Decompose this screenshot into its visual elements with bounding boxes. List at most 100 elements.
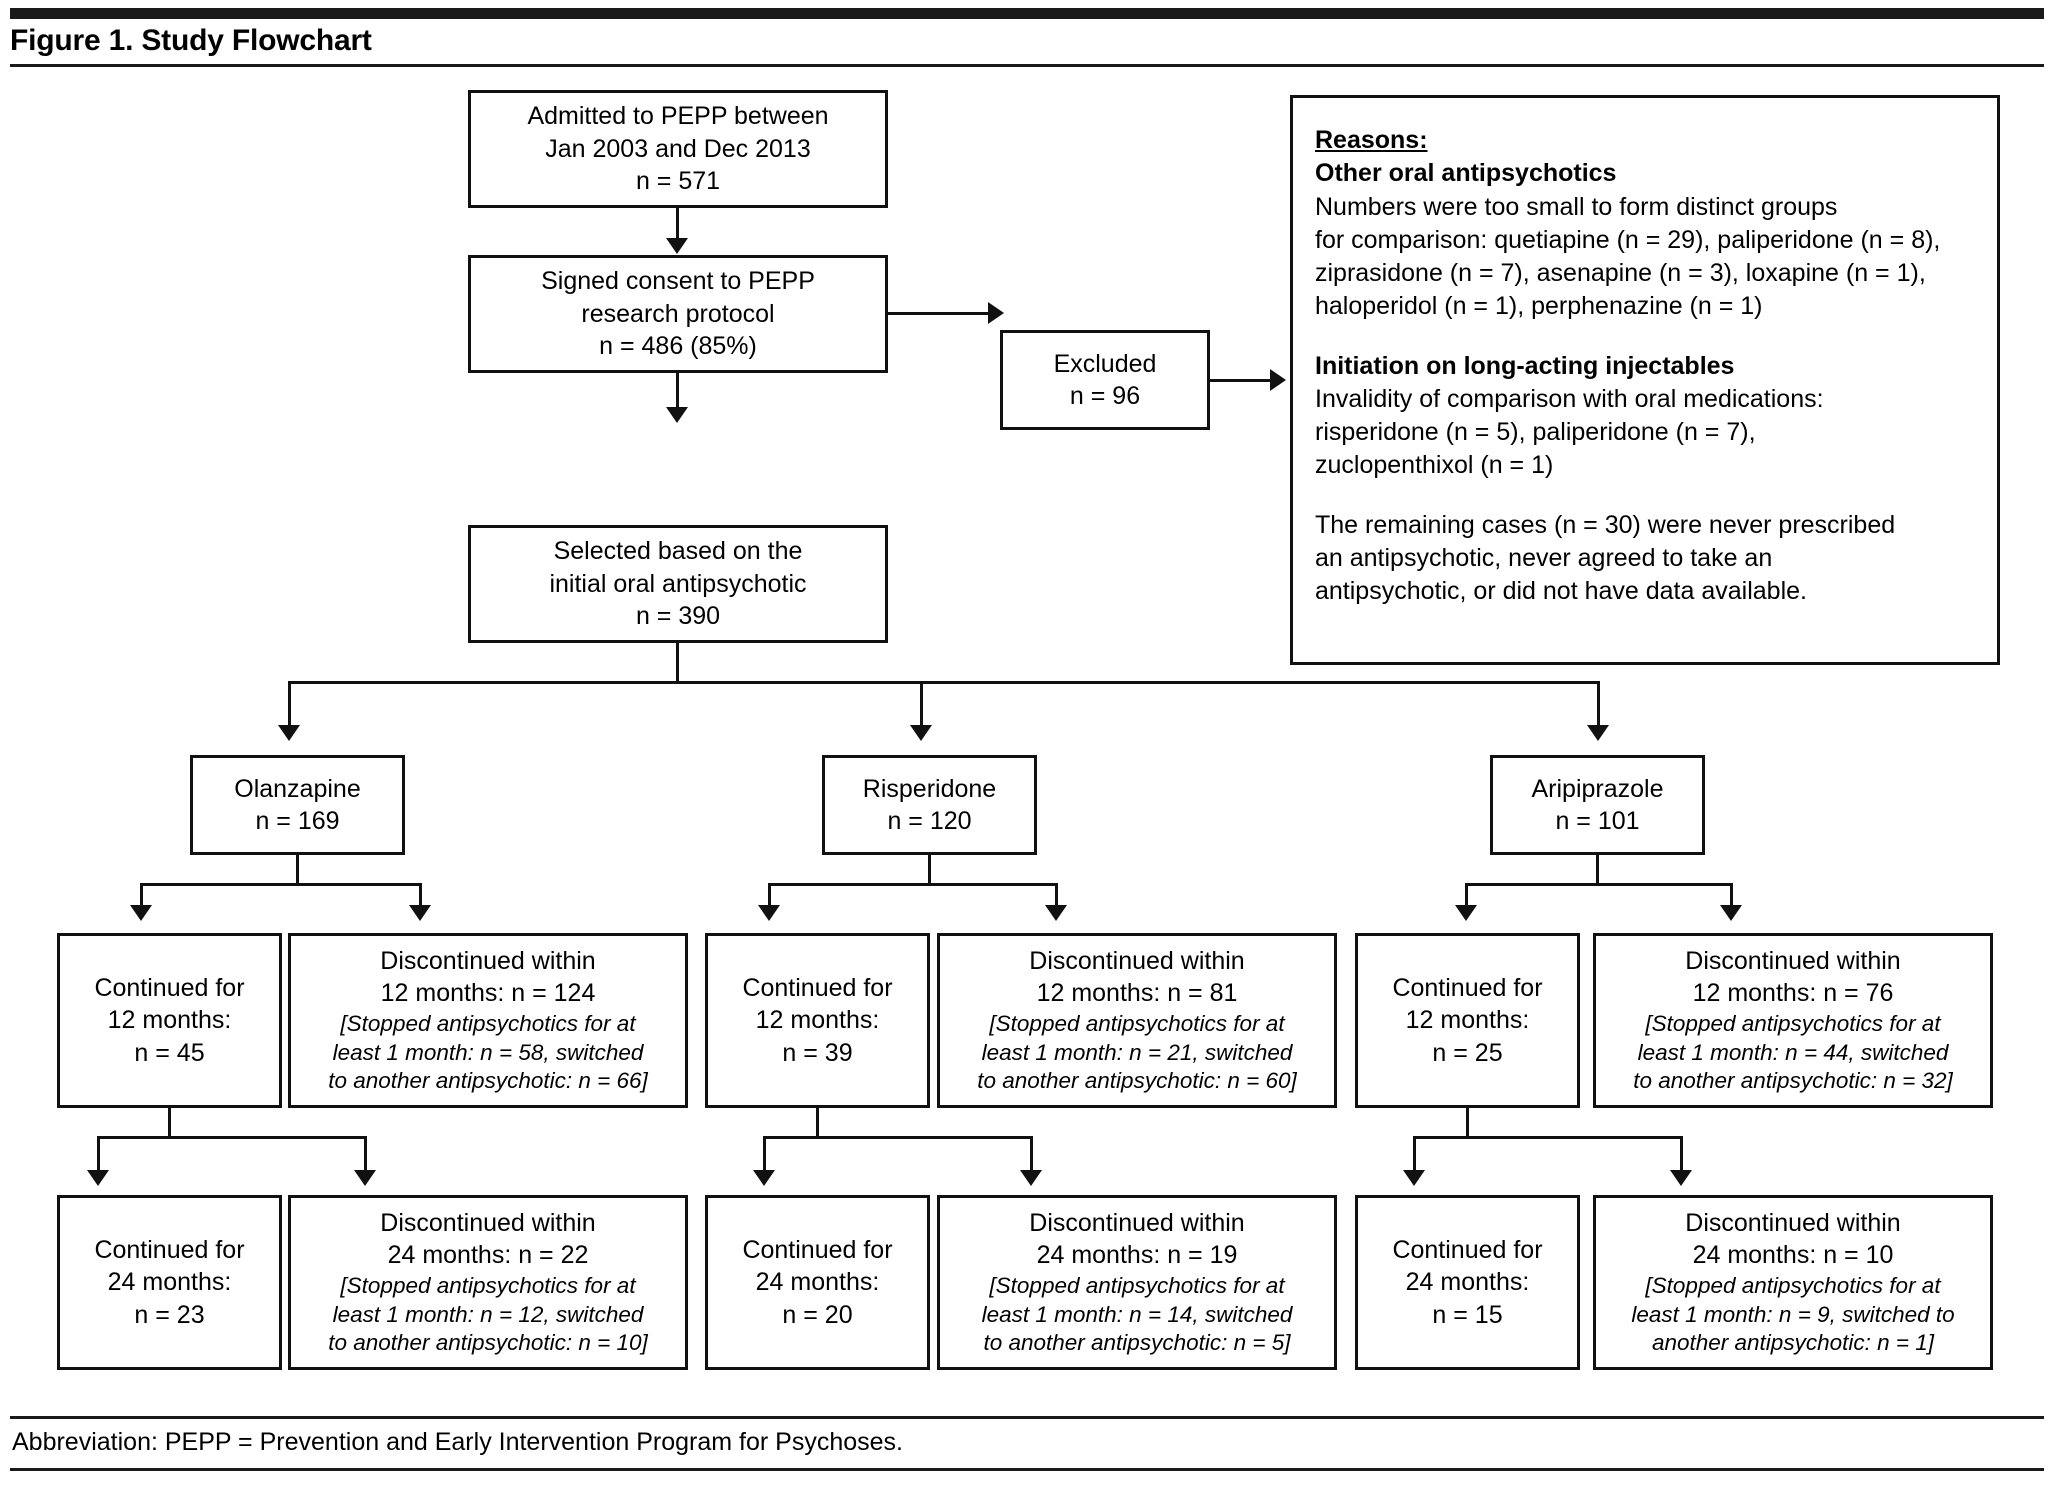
connector-olanzapine-24-right-drop	[364, 1136, 367, 1178]
arm-aripiprazole-discontinued-12-note2: least 1 month: n = 44, switched	[1637, 1039, 1949, 1065]
arm-aripiprazole-discontinued-24-note: [Stopped antipsychotics for at least 1 m…	[1631, 1272, 1954, 1358]
connector-arm-olanzapine-drop	[288, 681, 291, 733]
arrow-olanzapine-discontinued-24	[354, 1170, 376, 1186]
arm-aripiprazole-discontinued-24-line1: Discontinued within	[1685, 1208, 1901, 1237]
arm-aripiprazole-continued-24: Continued for 24 months: n = 15	[1355, 1195, 1580, 1370]
arm-risperidone-continued-12-line2: 12 months:	[755, 1006, 880, 1035]
arm-risperidone-continued-12: Continued for 12 months: n = 39	[705, 933, 930, 1108]
arm-risperidone-continued-24-line1: Continued for	[742, 1235, 893, 1264]
connector-aripiprazole-24-bus	[1413, 1136, 1683, 1139]
connector-risperidone-12-stem	[816, 1108, 819, 1138]
reasons-section3-line1: The remaining cases (n = 30) were never …	[1315, 510, 1896, 539]
arm-risperidone-discontinued-24-note3: to another antipsychotic: n = 5]	[983, 1330, 1291, 1356]
connector-risperidone-24-right-drop	[1030, 1136, 1033, 1178]
connector-risperidone-right-drop	[1055, 883, 1058, 913]
connector-risperidone-bus	[768, 883, 1058, 886]
connector-arms-bus	[288, 681, 1600, 684]
arm-risperidone-discontinued-12-line2: 12 months: n = 81	[1036, 979, 1238, 1008]
arm-risperidone-discontinued-24-note: [Stopped antipsychotics for at least 1 m…	[982, 1272, 1293, 1358]
arm-aripiprazole-discontinued-24-line2: 24 months: n = 10	[1692, 1241, 1894, 1270]
connector-risperidone-left-drop	[768, 883, 771, 913]
node-admitted-line1: Admitted to PEPP between	[527, 102, 829, 131]
reasons-section1-line3: ziprasidone (n = 7), asenapine (n = 3), …	[1315, 259, 1926, 287]
connector-aripiprazole-24-right-drop	[1680, 1136, 1683, 1178]
node-admitted-line3: n = 571	[635, 167, 721, 196]
arrow-olanzapine-discontinued-12	[409, 905, 431, 921]
connector-aripiprazole-stem	[1596, 855, 1599, 885]
connector-aripiprazole-right-drop	[1730, 883, 1733, 913]
footer-rule-bottom	[10, 1468, 2044, 1471]
arm-risperidone-discontinued-24-note2: least 1 month: n = 14, switched	[981, 1301, 1293, 1327]
arm-aripiprazole-continued-12-line3: n = 25	[1432, 1038, 1503, 1067]
node-consent-line2: research protocol	[581, 299, 775, 328]
arm-aripiprazole-discontinued-12-note: [Stopped antipsychotics for at least 1 m…	[1633, 1010, 1953, 1096]
connector-risperidone-24-bus	[763, 1136, 1033, 1139]
page-title: Figure 1. Study Flowchart	[10, 24, 372, 57]
node-consent-line1: Signed consent to PEPP	[541, 267, 815, 296]
connector-aripiprazole-bus	[1465, 883, 1733, 886]
reasons-section2-line1: Invalidity of comparison with oral medic…	[1315, 384, 1824, 413]
arm-risperidone-continued-24-line2: 24 months:	[755, 1268, 880, 1297]
connector-olanzapine-24-bus	[97, 1136, 367, 1139]
arm-olanzapine-discontinued-12-line2: 12 months: n = 124	[380, 979, 596, 1008]
arm-risperidone-header: Risperidone n = 120	[822, 755, 1037, 855]
arm-risperidone-discontinued-24: Discontinued within 24 months: n = 19 [S…	[937, 1195, 1337, 1370]
top-rule	[10, 8, 2044, 19]
arm-aripiprazole-discontinued-12-line1: Discontinued within	[1685, 946, 1901, 975]
connector-arm-risperidone-drop	[920, 681, 923, 733]
connector-excluded-to-reasons	[1210, 379, 1280, 382]
arm-risperidone-drug-n: n = 120	[887, 807, 972, 835]
arm-aripiprazole-drug-n: n = 101	[1555, 807, 1640, 835]
arrow-aripiprazole-continued-12	[1455, 905, 1477, 921]
arm-olanzapine-discontinued-12-line1: Discontinued within	[380, 946, 596, 975]
node-excluded: Excluded n = 96	[1000, 330, 1210, 430]
reasons-section1-line1: Numbers were too small to form distinct …	[1315, 192, 1838, 221]
arm-olanzapine-continued-24-line3: n = 23	[134, 1300, 205, 1329]
arrow-consent-to-excluded	[988, 302, 1004, 324]
arrow-arm-risperidone	[910, 725, 932, 741]
arm-aripiprazole-drug: Aripiprazole	[1531, 774, 1664, 803]
arrow-arm-olanzapine	[278, 725, 300, 741]
arm-olanzapine-continued-24-line1: Continued for	[94, 1235, 245, 1264]
arrow-olanzapine-continued-24	[87, 1170, 109, 1186]
arrow-olanzapine-continued-12	[130, 905, 152, 921]
arm-risperidone-discontinued-12-line1: Discontinued within	[1029, 946, 1245, 975]
arm-aripiprazole-continued-24-line1: Continued for	[1392, 1235, 1543, 1264]
connector-aripiprazole-left-drop	[1465, 883, 1468, 913]
node-excluded-line2: n = 96	[1069, 382, 1141, 410]
arm-aripiprazole-continued-12-line1: Continued for	[1392, 973, 1543, 1002]
arm-olanzapine-discontinued-24-note: [Stopped antipsychotics for at least 1 m…	[328, 1272, 648, 1358]
arm-risperidone-drug: Risperidone	[862, 774, 997, 803]
arm-risperidone-discontinued-12-note2: least 1 month: n = 21, switched	[981, 1039, 1293, 1065]
arm-risperidone-discontinued-12-note: [Stopped antipsychotics for at least 1 m…	[977, 1010, 1297, 1096]
arm-risperidone-continued-24-line3: n = 20	[782, 1300, 853, 1329]
reasons-section1-title: Other oral antipsychotics	[1315, 159, 1617, 188]
reasons-section1-line4: haloperidol (n = 1), perphenazine (n = 1…	[1315, 292, 1763, 321]
arm-olanzapine-discontinued-12-note3: to another antipsychotic: n = 66]	[328, 1068, 648, 1094]
arm-risperidone-discontinued-24-line2: 24 months: n = 19	[1036, 1241, 1238, 1270]
arm-aripiprazole-discontinued-24-note2: least 1 month: n = 9, switched to	[1631, 1301, 1955, 1327]
reasons-section3-line2: an antipsychotic, never agreed to take a…	[1315, 543, 1773, 572]
reasons-heading: Reasons:	[1315, 126, 1428, 154]
arm-risperidone-discontinued-24-note1: [Stopped antipsychotics for at	[989, 1272, 1285, 1298]
node-consent: Signed consent to PEPP research protocol…	[468, 255, 888, 373]
arm-olanzapine-discontinued-24: Discontinued within 24 months: n = 22 [S…	[288, 1195, 688, 1370]
connector-selected-stem	[676, 643, 679, 683]
connector-consent-to-selected	[676, 373, 679, 415]
reasons-section1-line2: for comparison: quetiapine (n = 29), pal…	[1315, 225, 1941, 254]
arm-olanzapine-discontinued-24-note1: [Stopped antipsychotics for at	[340, 1272, 636, 1298]
reasons-spacer-2	[1315, 483, 1997, 509]
arm-aripiprazole-continued-24-line3: n = 15	[1432, 1300, 1503, 1329]
node-excluded-line1: Excluded	[1053, 349, 1157, 378]
arrow-admitted-to-consent	[666, 238, 688, 254]
connector-consent-to-excluded	[888, 312, 998, 315]
reasons-spacer-1	[1315, 324, 1997, 350]
connector-olanzapine-bus	[140, 883, 422, 886]
reasons-section2-title: Initiation on long-acting injectables	[1315, 351, 1735, 380]
arm-risperidone-discontinued-12-note3: to another antipsychotic: n = 60]	[977, 1068, 1297, 1094]
arm-olanzapine-discontinued-12-note1: [Stopped antipsychotics for at	[340, 1010, 636, 1036]
arm-olanzapine-discontinued-24-line2: 24 months: n = 22	[387, 1241, 589, 1270]
arm-aripiprazole-discontinued-24-note1: [Stopped antipsychotics for at	[1645, 1272, 1941, 1298]
arm-olanzapine-discontinued-24-line1: Discontinued within	[380, 1208, 596, 1237]
arm-risperidone-discontinued-24-line1: Discontinued within	[1029, 1208, 1245, 1237]
